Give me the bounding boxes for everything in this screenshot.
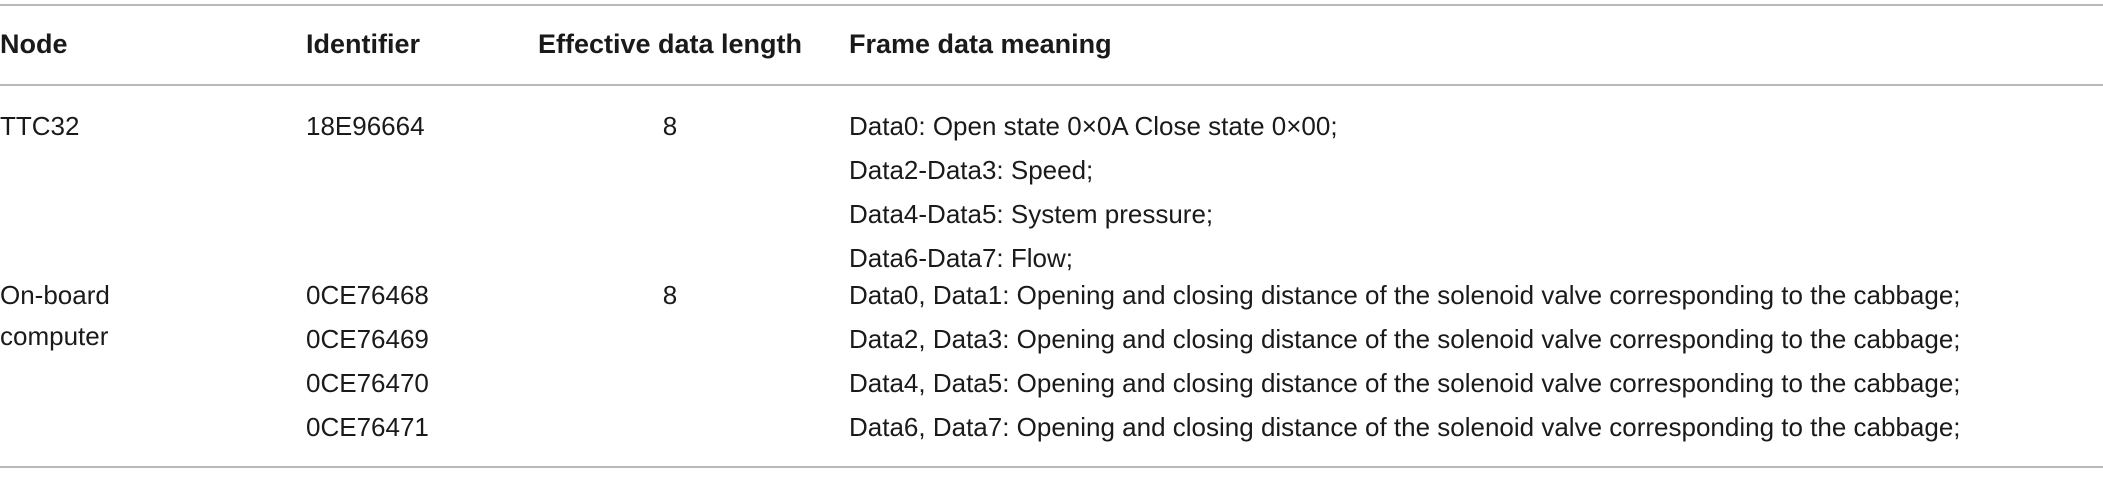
identifier-value: 0CE76468 — [306, 280, 429, 310]
length-value: 8 — [662, 280, 678, 310]
table-top-rule — [0, 4, 2103, 6]
table-bottom-rule — [0, 466, 2103, 468]
meaning-line: Data0: Open state 0×0A Close state 0×00; — [849, 111, 1338, 141]
identifier-cell: 0CE76468 0CE76469 0CE76470 0CE76471 — [306, 279, 429, 455]
node-cell: On-board computer — [0, 279, 110, 361]
header-rule — [0, 84, 2103, 86]
identifier-cell: 18E96664 — [306, 110, 425, 154]
meaning-line: Data4-Data5: System pressure; — [849, 199, 1214, 229]
node-line: On-board — [0, 280, 110, 310]
meaning-line: Data4, Data5: Opening and closing distan… — [849, 368, 1961, 398]
node-line: TTC32 — [0, 111, 80, 141]
header-effective-data-length: Effective data length — [537, 29, 803, 59]
node-line: computer — [0, 321, 109, 351]
identifier-value: 0CE76471 — [306, 412, 429, 442]
identifier-value: 18E96664 — [306, 111, 425, 141]
identifier-value: 0CE76469 — [306, 324, 429, 354]
node-cell: TTC32 — [0, 110, 79, 151]
meaning-line: Data0, Data1: Opening and closing distan… — [849, 280, 1961, 310]
meaning-cell: Data0: Open state 0×0A Close state 0×00;… — [849, 110, 1338, 286]
meaning-cell: Data0, Data1: Opening and closing distan… — [849, 279, 1961, 455]
header-identifier: Identifier — [306, 29, 421, 59]
meaning-line: Data6, Data7: Opening and closing distan… — [849, 412, 1961, 442]
header-node: Node — [0, 29, 68, 59]
meaning-line: Data6-Data7: Flow; — [849, 243, 1073, 273]
meaning-line: Data2, Data3: Opening and closing distan… — [849, 324, 1961, 354]
length-value: 8 — [662, 111, 678, 141]
header-frame-data-meaning: Frame data meaning — [849, 29, 1112, 59]
identifier-value: 0CE76470 — [306, 368, 429, 398]
meaning-line: Data2-Data3: Speed; — [849, 155, 1094, 185]
